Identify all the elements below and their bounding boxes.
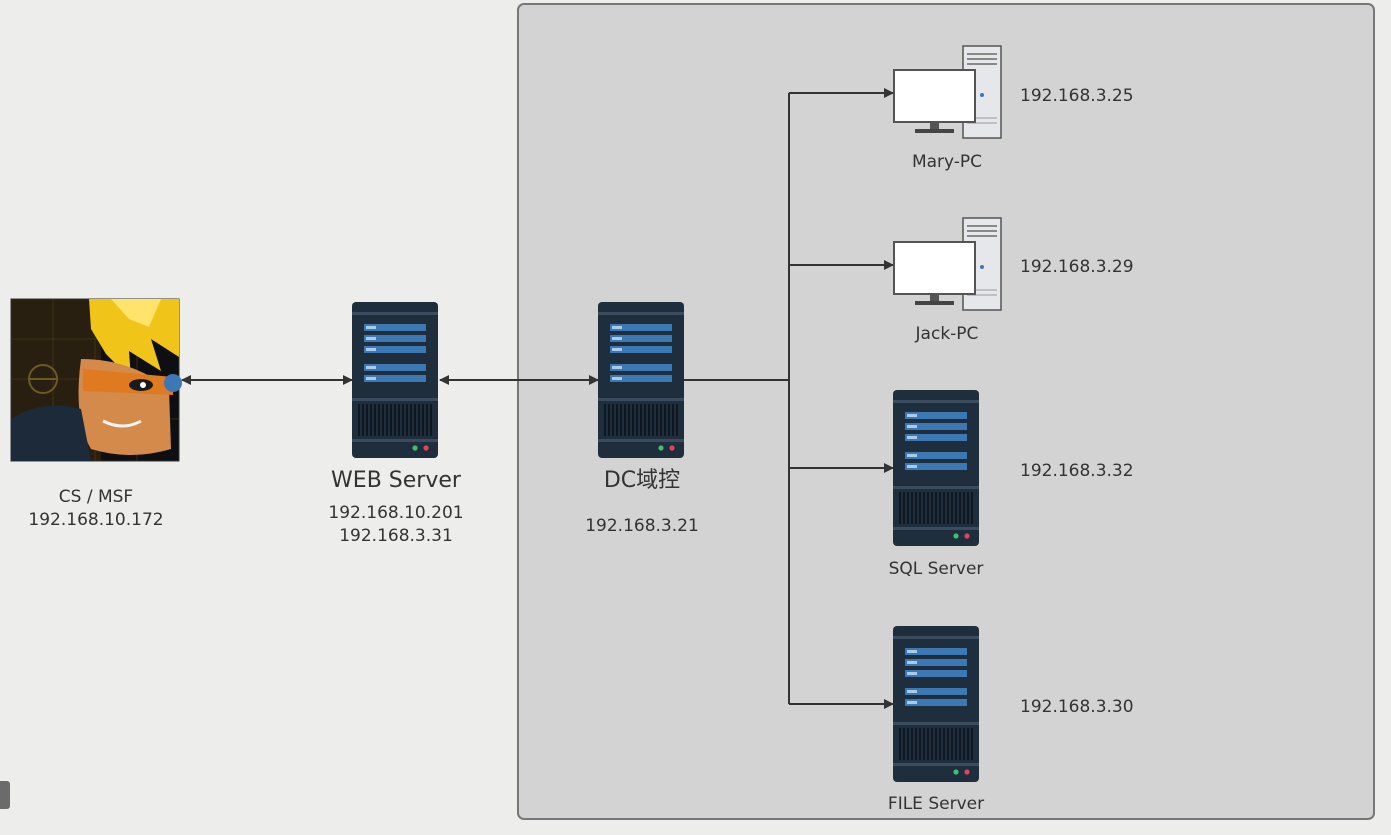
attacker-label: CS / MSF xyxy=(59,487,133,507)
web-server-name: WEB Server xyxy=(331,468,462,493)
attacker-ip: 192.168.10.172 xyxy=(28,510,163,530)
mary-pc-name: Mary-PC xyxy=(912,152,982,172)
jack-pc-ip: 192.168.3.29 xyxy=(1020,257,1134,277)
dc-server-icon xyxy=(598,302,684,458)
jack-pc-name: Jack-PC xyxy=(915,324,979,344)
dc-ip: 192.168.3.21 xyxy=(585,516,699,536)
file-server-ip: 192.168.3.30 xyxy=(1020,697,1134,717)
dc-name: DC域控 xyxy=(604,468,680,493)
file-server-name: FILE Server xyxy=(888,794,984,814)
file-server-icon xyxy=(893,626,979,782)
sql-server-name: SQL Server xyxy=(889,559,984,579)
connection-lines xyxy=(181,88,894,709)
mary-pc-ip: 192.168.3.25 xyxy=(1020,86,1134,106)
attacker-avatar xyxy=(10,298,182,462)
web-server-ip-1: 192.168.10.201 xyxy=(328,503,463,523)
web-server-ip-2: 192.168.3.31 xyxy=(339,526,453,546)
scroll-handle[interactable] xyxy=(0,781,10,809)
sql-server-icon xyxy=(893,390,979,546)
sql-server-ip: 192.168.3.32 xyxy=(1020,461,1134,481)
web-server-icon xyxy=(352,302,438,458)
